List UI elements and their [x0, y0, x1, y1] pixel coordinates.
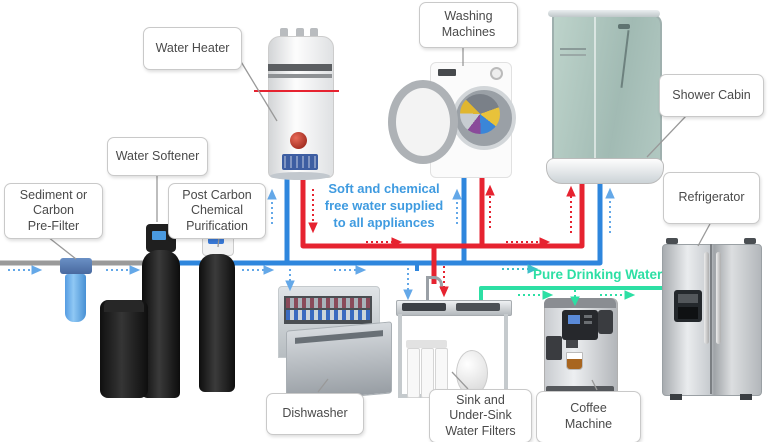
label-coffee-machine: Coffee Machine — [536, 391, 641, 442]
coffee-screen — [568, 315, 580, 324]
flow-arrow-cold-vertical — [267, 187, 615, 301]
label-leader-line — [47, 45, 712, 393]
coffee-button — [584, 315, 592, 318]
shower-towel-bar — [560, 54, 586, 56]
pre-filter-cartridge — [65, 274, 86, 322]
label-text: Post Carbon Chemical Purification — [182, 187, 252, 233]
softener-brine-tank — [100, 300, 148, 398]
washer-open-door — [388, 80, 458, 164]
label-dishwasher: Dishwasher — [266, 393, 364, 435]
sink-image — [394, 276, 514, 402]
fridge-foot — [740, 394, 752, 400]
fridge-door-seam — [710, 244, 712, 394]
label-water-softener: Water Softener — [107, 137, 208, 176]
fridge-foot — [670, 394, 682, 400]
sink-faucet-spout — [426, 276, 443, 289]
heater-pipe-stub — [296, 28, 304, 38]
label-text: Sink and Under-Sink Water Filters — [445, 392, 516, 438]
pipe-hot-water-main — [300, 170, 585, 249]
coffee-cup — [566, 352, 583, 370]
shower-cabin-image — [546, 10, 664, 184]
soft-water-annotation: Soft and chemical free water supplied to… — [324, 181, 444, 230]
softener-brine-lid — [104, 300, 144, 312]
softener-resin-tank — [142, 250, 180, 398]
label-post-carbon: Post Carbon Chemical Purification — [168, 183, 266, 239]
flow-arrow-hot-vertical — [308, 184, 576, 298]
coffee-button — [584, 321, 592, 324]
sink-leg — [504, 314, 508, 398]
heater-grille — [282, 154, 318, 170]
under-sink-filter-canister — [421, 348, 434, 398]
fridge-hinge — [744, 238, 756, 244]
coffee-spout — [566, 340, 578, 348]
label-text: Refrigerator — [678, 190, 745, 205]
fridge-handle — [704, 252, 709, 344]
label-sediment-pre-filter: Sediment or Carbon Pre-Filter — [4, 183, 103, 239]
label-text: Coffee Machine — [564, 401, 613, 431]
flow-arrow-hot-right — [366, 237, 551, 247]
heater-base — [270, 172, 330, 180]
heater-burner-valve — [290, 132, 307, 149]
label-text: Shower Cabin — [672, 87, 751, 102]
ro-storage-tank — [456, 350, 488, 396]
post-carbon-filter-image — [196, 224, 238, 394]
coffee-hopper — [598, 310, 613, 334]
label-washing-machines: Washing Machines — [419, 2, 518, 48]
label-shower-cabin: Shower Cabin — [659, 74, 764, 117]
dishwasher-image — [276, 286, 392, 408]
pipe-cold-water-main — [150, 170, 603, 266]
heater-pipe-stub — [280, 28, 288, 38]
softener-screen — [152, 231, 166, 240]
washer-laundry — [460, 94, 500, 134]
sink-faucet — [426, 278, 429, 302]
label-text: Water Softener — [115, 148, 200, 163]
pre-filter-image — [60, 256, 94, 324]
fridge-dispenser-panel — [678, 294, 698, 303]
coffee-top — [544, 298, 616, 308]
heater-band — [268, 64, 332, 71]
fridge-hinge — [666, 238, 678, 244]
label-text: Water Heater — [155, 40, 230, 55]
fridge-dispenser-slot — [678, 307, 698, 319]
shower-head — [618, 24, 630, 29]
washer-display — [438, 69, 456, 76]
sink-bowl — [402, 303, 446, 311]
under-sink-filter-canister — [407, 348, 420, 398]
flow-arrow-right — [8, 265, 367, 275]
shower-top-frame — [548, 10, 660, 17]
flow-arrow-drinking-right — [518, 290, 636, 307]
shower-towel-bar — [560, 48, 586, 50]
water-heater-image — [252, 26, 344, 182]
label-text: Washing Machines — [441, 9, 496, 39]
washing-machine-image — [388, 58, 516, 180]
label-refrigerator: Refrigerator — [663, 172, 760, 224]
refrigerator-image — [660, 238, 762, 402]
dishwasher-rack — [286, 298, 370, 308]
sink-leg — [398, 314, 402, 398]
washer-dial — [490, 67, 503, 80]
label-text: Dishwasher — [282, 406, 348, 421]
heater-band — [268, 74, 332, 78]
sink-bowl — [456, 303, 500, 311]
coffee-group-head — [546, 336, 562, 360]
post-carbon-tank — [199, 254, 235, 392]
label-water-heater: Water Heater — [143, 27, 242, 70]
pure-drinking-water-annotation: Pure Drinking Water — [533, 267, 663, 282]
pre-filter-cap — [60, 258, 92, 274]
flow-arrow-drinking-tap — [502, 264, 539, 274]
water-softener-image — [100, 224, 182, 400]
under-sink-filter-bracket — [406, 340, 447, 348]
shower-tray — [546, 158, 664, 184]
heater-pipe-stub — [310, 28, 318, 38]
shower-door-edge — [594, 16, 596, 160]
fridge-handle — [716, 252, 721, 344]
label-sink-filters: Sink and Under-Sink Water Filters — [429, 389, 532, 442]
label-text: Sediment or Carbon Pre-Filter — [19, 187, 88, 233]
dishwasher-rack — [286, 310, 370, 320]
